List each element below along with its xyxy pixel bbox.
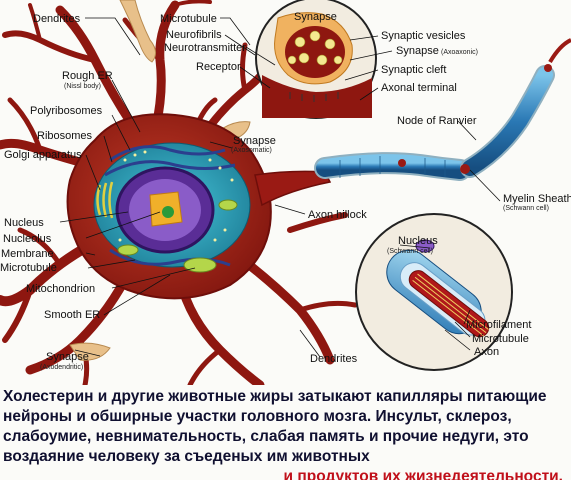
label-microtubule-inset: Microtubule xyxy=(472,333,529,345)
label-nucleolus: Nucleolus xyxy=(3,233,52,245)
label-nucleus-schwann-sub: (Schwann cell) xyxy=(387,248,433,255)
label-mitochondrion: Mitochondrion xyxy=(26,283,95,295)
caption-line-5: и продуктов их жизнедеятельности. xyxy=(283,468,563,480)
label-membrane: Membrane xyxy=(1,248,54,260)
label-ribosomes: Ribosomes xyxy=(37,130,93,142)
label-microtubule-top: Microtubule xyxy=(160,13,217,25)
neuron-illustration: Dendrites Microtubule Neurofibrils Neuro… xyxy=(0,0,571,385)
synapse-inset xyxy=(255,0,377,119)
label-synapse-axosomatic: Synapse xyxy=(233,135,276,147)
caption-line-2: нейроны и обширные участки головного моз… xyxy=(3,408,512,425)
label-microtubule-left: Microtubule xyxy=(0,262,57,274)
label-smooth-er: Smooth ER xyxy=(44,309,100,321)
label-nucleus: Nucleus xyxy=(4,217,44,229)
label-golgi: Golgi apparatus xyxy=(4,149,82,161)
label-synapse-axodendritic: Synapse xyxy=(46,351,89,363)
rough-er-shape xyxy=(104,145,236,267)
label-receptor: Receptor xyxy=(196,61,241,73)
label-neurofibrils: Neurofibrils xyxy=(166,29,222,41)
label-rough-er: Rough ER xyxy=(62,70,113,82)
label-myelin-sheath: Myelin Sheath xyxy=(503,193,571,205)
label-nucleus-schwann: Nucleus xyxy=(398,235,438,247)
caption-line-3: слабоумие, невнимательность, слабая памя… xyxy=(3,428,529,445)
label-rough-er-sub: (Nissl body) xyxy=(64,83,101,90)
label-synapse-axosomatic-sub: (Axosomatic) xyxy=(231,147,272,154)
label-dendrites-bottom: Dendrites xyxy=(310,353,358,365)
label-microfilament: Microfilament xyxy=(466,319,531,331)
label-synapse-axodendritic-sub: (Axodendritic) xyxy=(40,364,83,371)
label-axon: Axon xyxy=(474,346,499,358)
label-synaptic-vesicles: Synaptic vesicles xyxy=(381,30,466,42)
caption-line-1: Холестерин и другие животные жиры затыка… xyxy=(3,388,547,405)
label-synapse-axoaxonic: Synapse xyxy=(396,45,439,57)
myelinated-axon xyxy=(314,38,571,181)
axon-terminals xyxy=(69,0,251,361)
axon-hillock-shape xyxy=(254,170,332,207)
label-synapse-axoaxonic-sub: (Axoaxonic) xyxy=(441,49,478,56)
leader-lines xyxy=(59,17,501,358)
label-dendrites-top: Dendrites xyxy=(33,13,81,25)
caption-text-block: Холестерин и другие животные жиры затыка… xyxy=(0,385,571,480)
caption-line-4: воздаяние человеку за съеденых им животн… xyxy=(3,448,370,465)
label-synapse-inset: Synapse xyxy=(294,11,337,23)
label-myelin-sheath-sub: (Schwann cell) xyxy=(503,205,549,212)
label-axonal-terminal: Axonal terminal xyxy=(381,82,457,94)
axon-inset xyxy=(355,213,513,371)
label-axon-hillock: Axon hillock xyxy=(308,209,367,221)
label-synaptic-cleft: Synaptic cleft xyxy=(381,64,446,76)
label-polyribosomes: Polyribosomes xyxy=(30,105,103,117)
label-neurotransmitter: Neurotransmitter xyxy=(164,42,246,54)
label-node-of-ranvier: Node of Ranvier xyxy=(397,115,477,127)
